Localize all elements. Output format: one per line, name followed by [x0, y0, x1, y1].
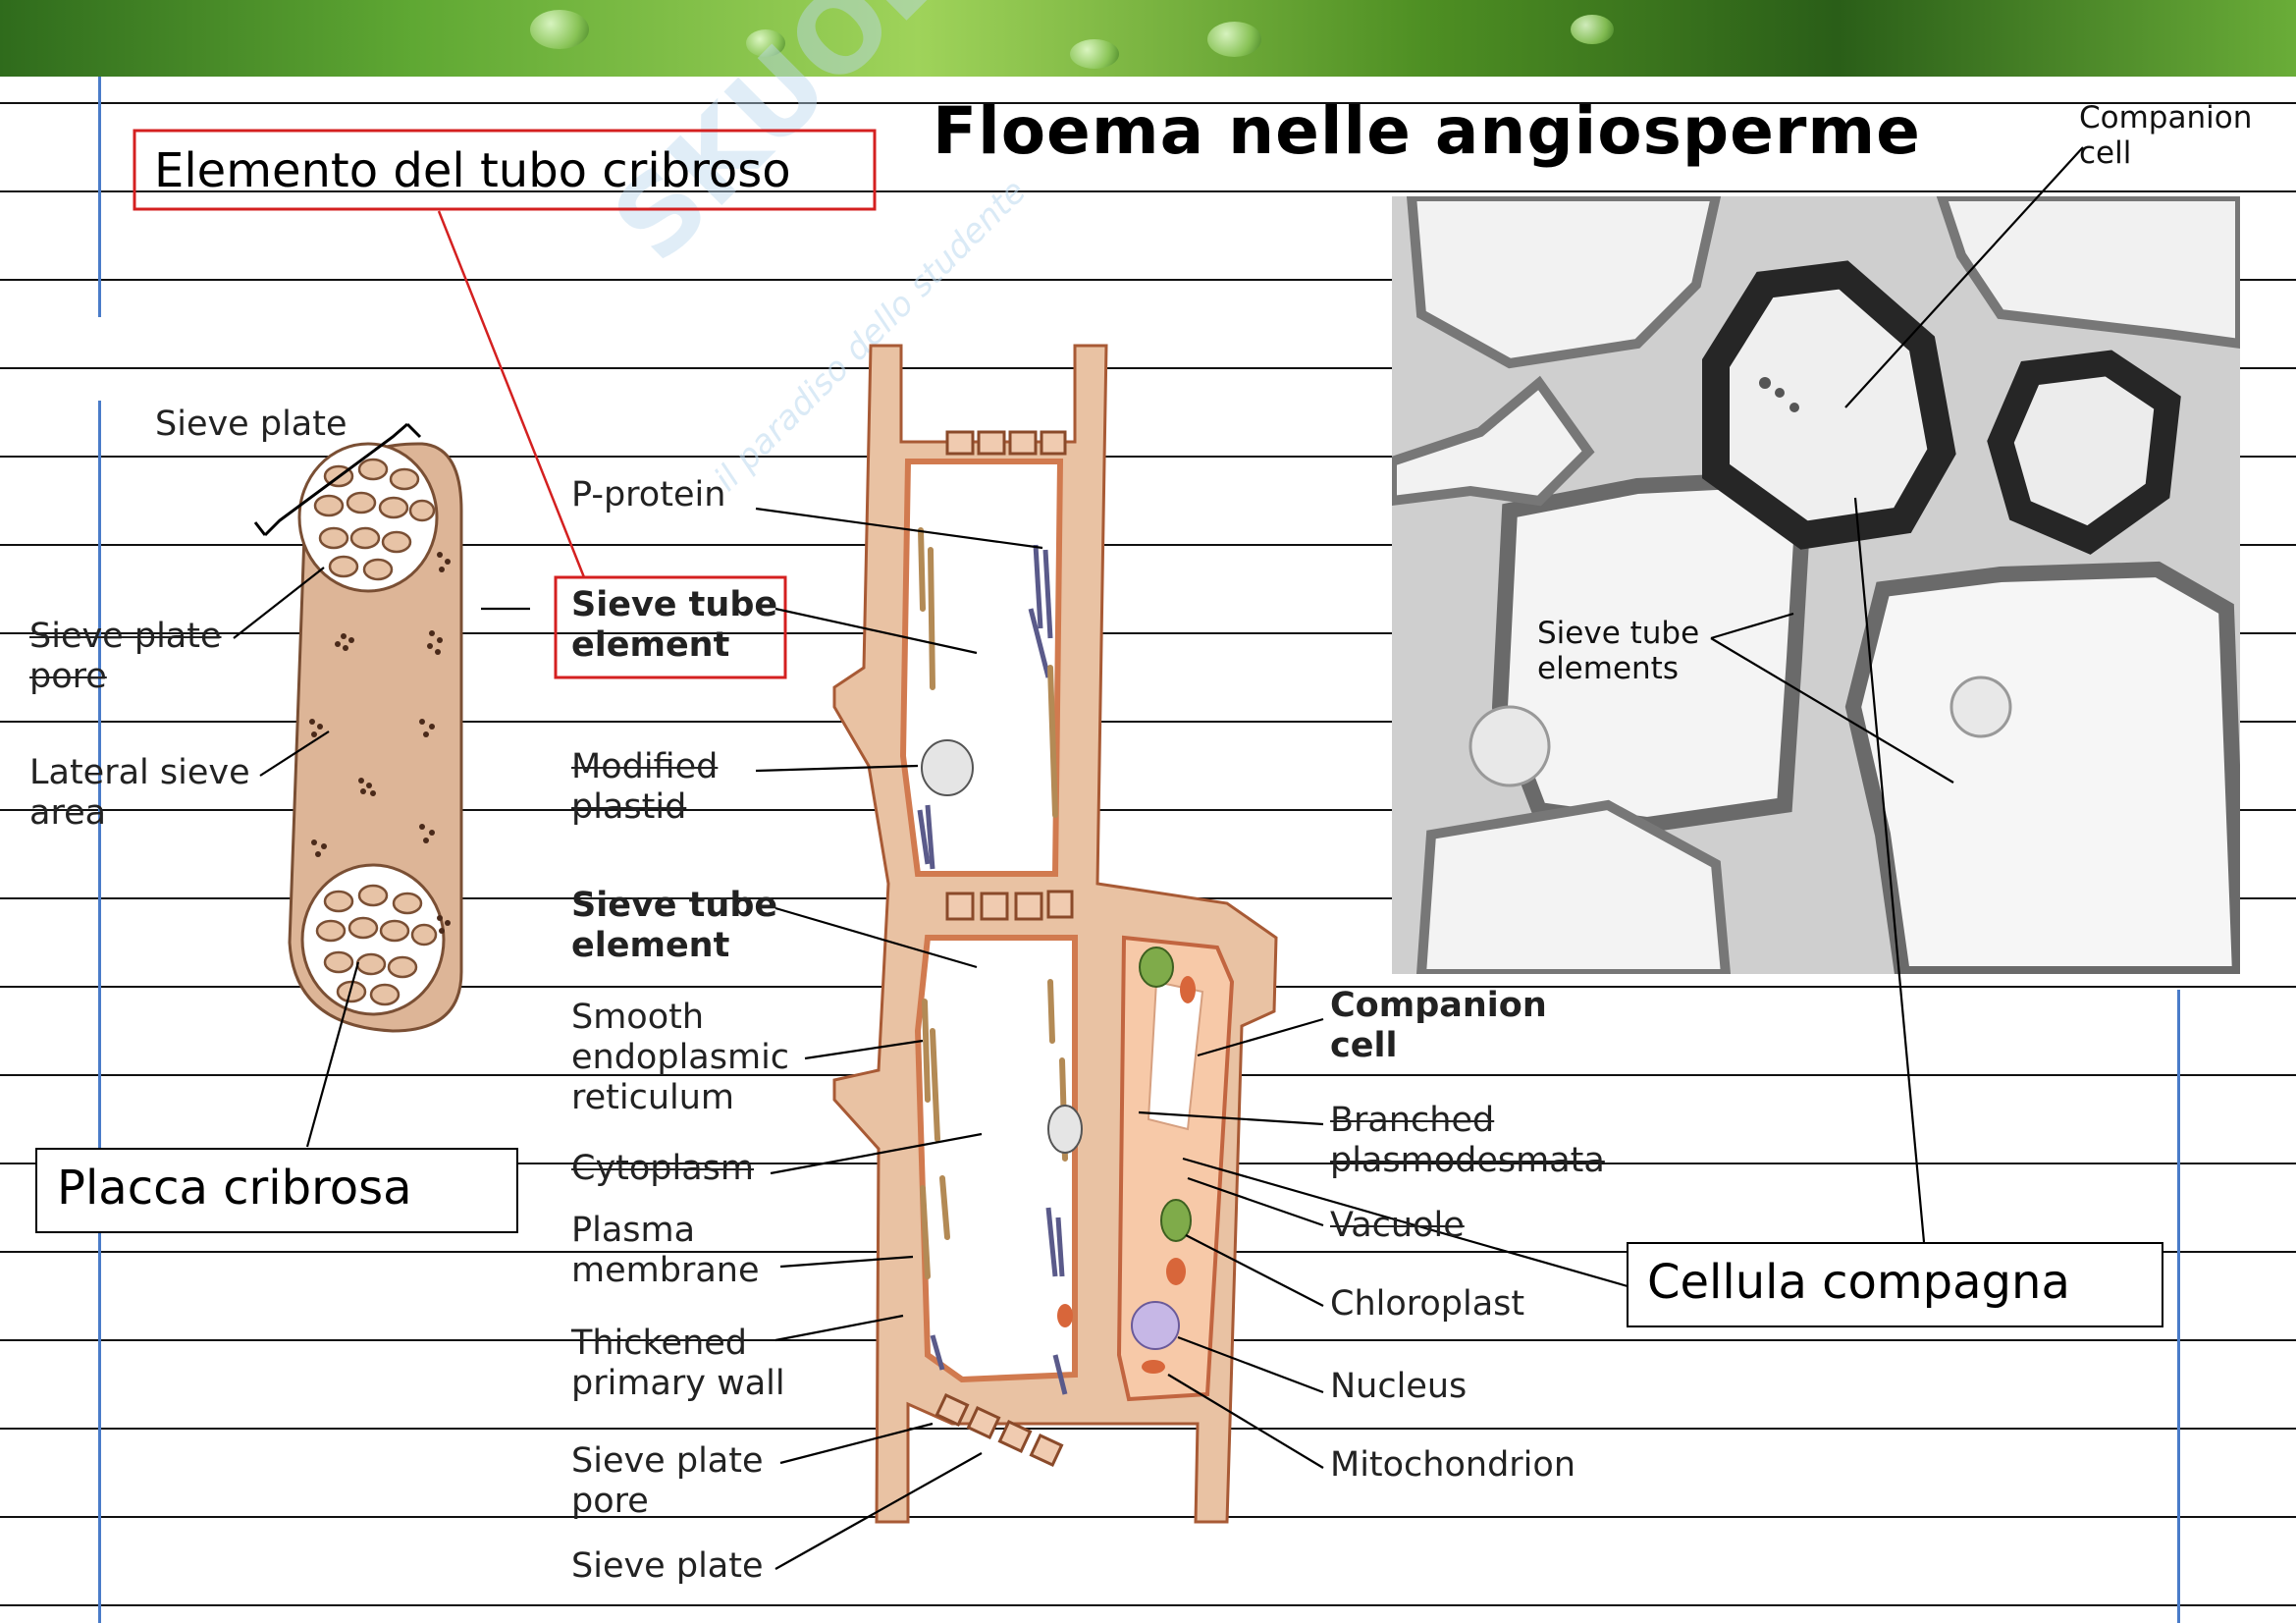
- label-vacuole: Vacuole: [1330, 1206, 1465, 1245]
- label-chloroplast: Chloroplast: [1330, 1284, 1525, 1324]
- label-sieve-plate-left: Sieve plate: [155, 405, 347, 444]
- margin-line: [98, 77, 101, 317]
- label-sieve-plate-center: Sieve plate: [571, 1546, 764, 1586]
- label-elemento-tubo-cribroso: Elemento del tubo cribroso: [154, 143, 791, 198]
- leaf-banner: [0, 0, 2296, 77]
- label-lateral-sieve-area: Lateral sieve area: [29, 753, 250, 833]
- label-plasma-membrane: Plasma membrane: [571, 1211, 760, 1290]
- water-drop-icon: [746, 29, 785, 57]
- red-label-box: [133, 129, 877, 211]
- page-title: Floema nelle angiosperme: [933, 93, 1921, 169]
- label-modified-plastid: Modified plastid: [571, 747, 719, 827]
- water-drop-icon: [1070, 39, 1119, 69]
- micro-label-companion-cell: Companion cell: [2079, 100, 2253, 171]
- water-drop-icon: [530, 10, 589, 49]
- label-cellula-compagna: Cellula compagna: [1647, 1255, 2070, 1310]
- label-branched-plasmodesmata: Branched plasmodesmata: [1330, 1101, 1605, 1180]
- label-sieve-tube-element-1: Sieve tube element: [571, 585, 778, 665]
- water-drop-icon: [1571, 15, 1614, 44]
- label-sieve-tube-element-2: Sieve tube element: [571, 886, 778, 965]
- placca-box-frame: [35, 1148, 518, 1233]
- label-thickened-wall: Thickened primary wall: [571, 1324, 785, 1403]
- label-mitochondrion: Mitochondrion: [1330, 1445, 1576, 1485]
- margin-line: [98, 401, 101, 1623]
- micro-label-sieve-tube-elements: Sieve tube elements: [1537, 616, 1700, 686]
- water-drop-icon: [1207, 22, 1261, 57]
- margin-line: [2177, 990, 2180, 1623]
- sieve-tube-cylinder: [288, 442, 463, 1033]
- sieve-tube-cells-drawing: [832, 344, 1278, 1524]
- label-smooth-er: Smooth endoplasmic reticulum: [571, 998, 790, 1117]
- label-sieve-plate-pore-center: Sieve plate pore: [571, 1441, 764, 1521]
- label-p-protein: P-protein: [571, 475, 726, 514]
- sieve-tube-highlight-box: [554, 575, 787, 679]
- micrograph-image: [1392, 196, 2240, 974]
- label-nucleus: Nucleus: [1330, 1367, 1468, 1406]
- cellula-box-frame: [1627, 1242, 2163, 1327]
- label-companion-cell: Companion cell: [1330, 986, 1547, 1065]
- micrograph-svg: [1392, 196, 2240, 974]
- label-sieve-plate-pore-left: Sieve plate pore: [29, 617, 222, 696]
- label-cytoplasm: Cytoplasm: [571, 1149, 755, 1188]
- label-placca-cribrosa: Placca cribrosa: [57, 1161, 412, 1216]
